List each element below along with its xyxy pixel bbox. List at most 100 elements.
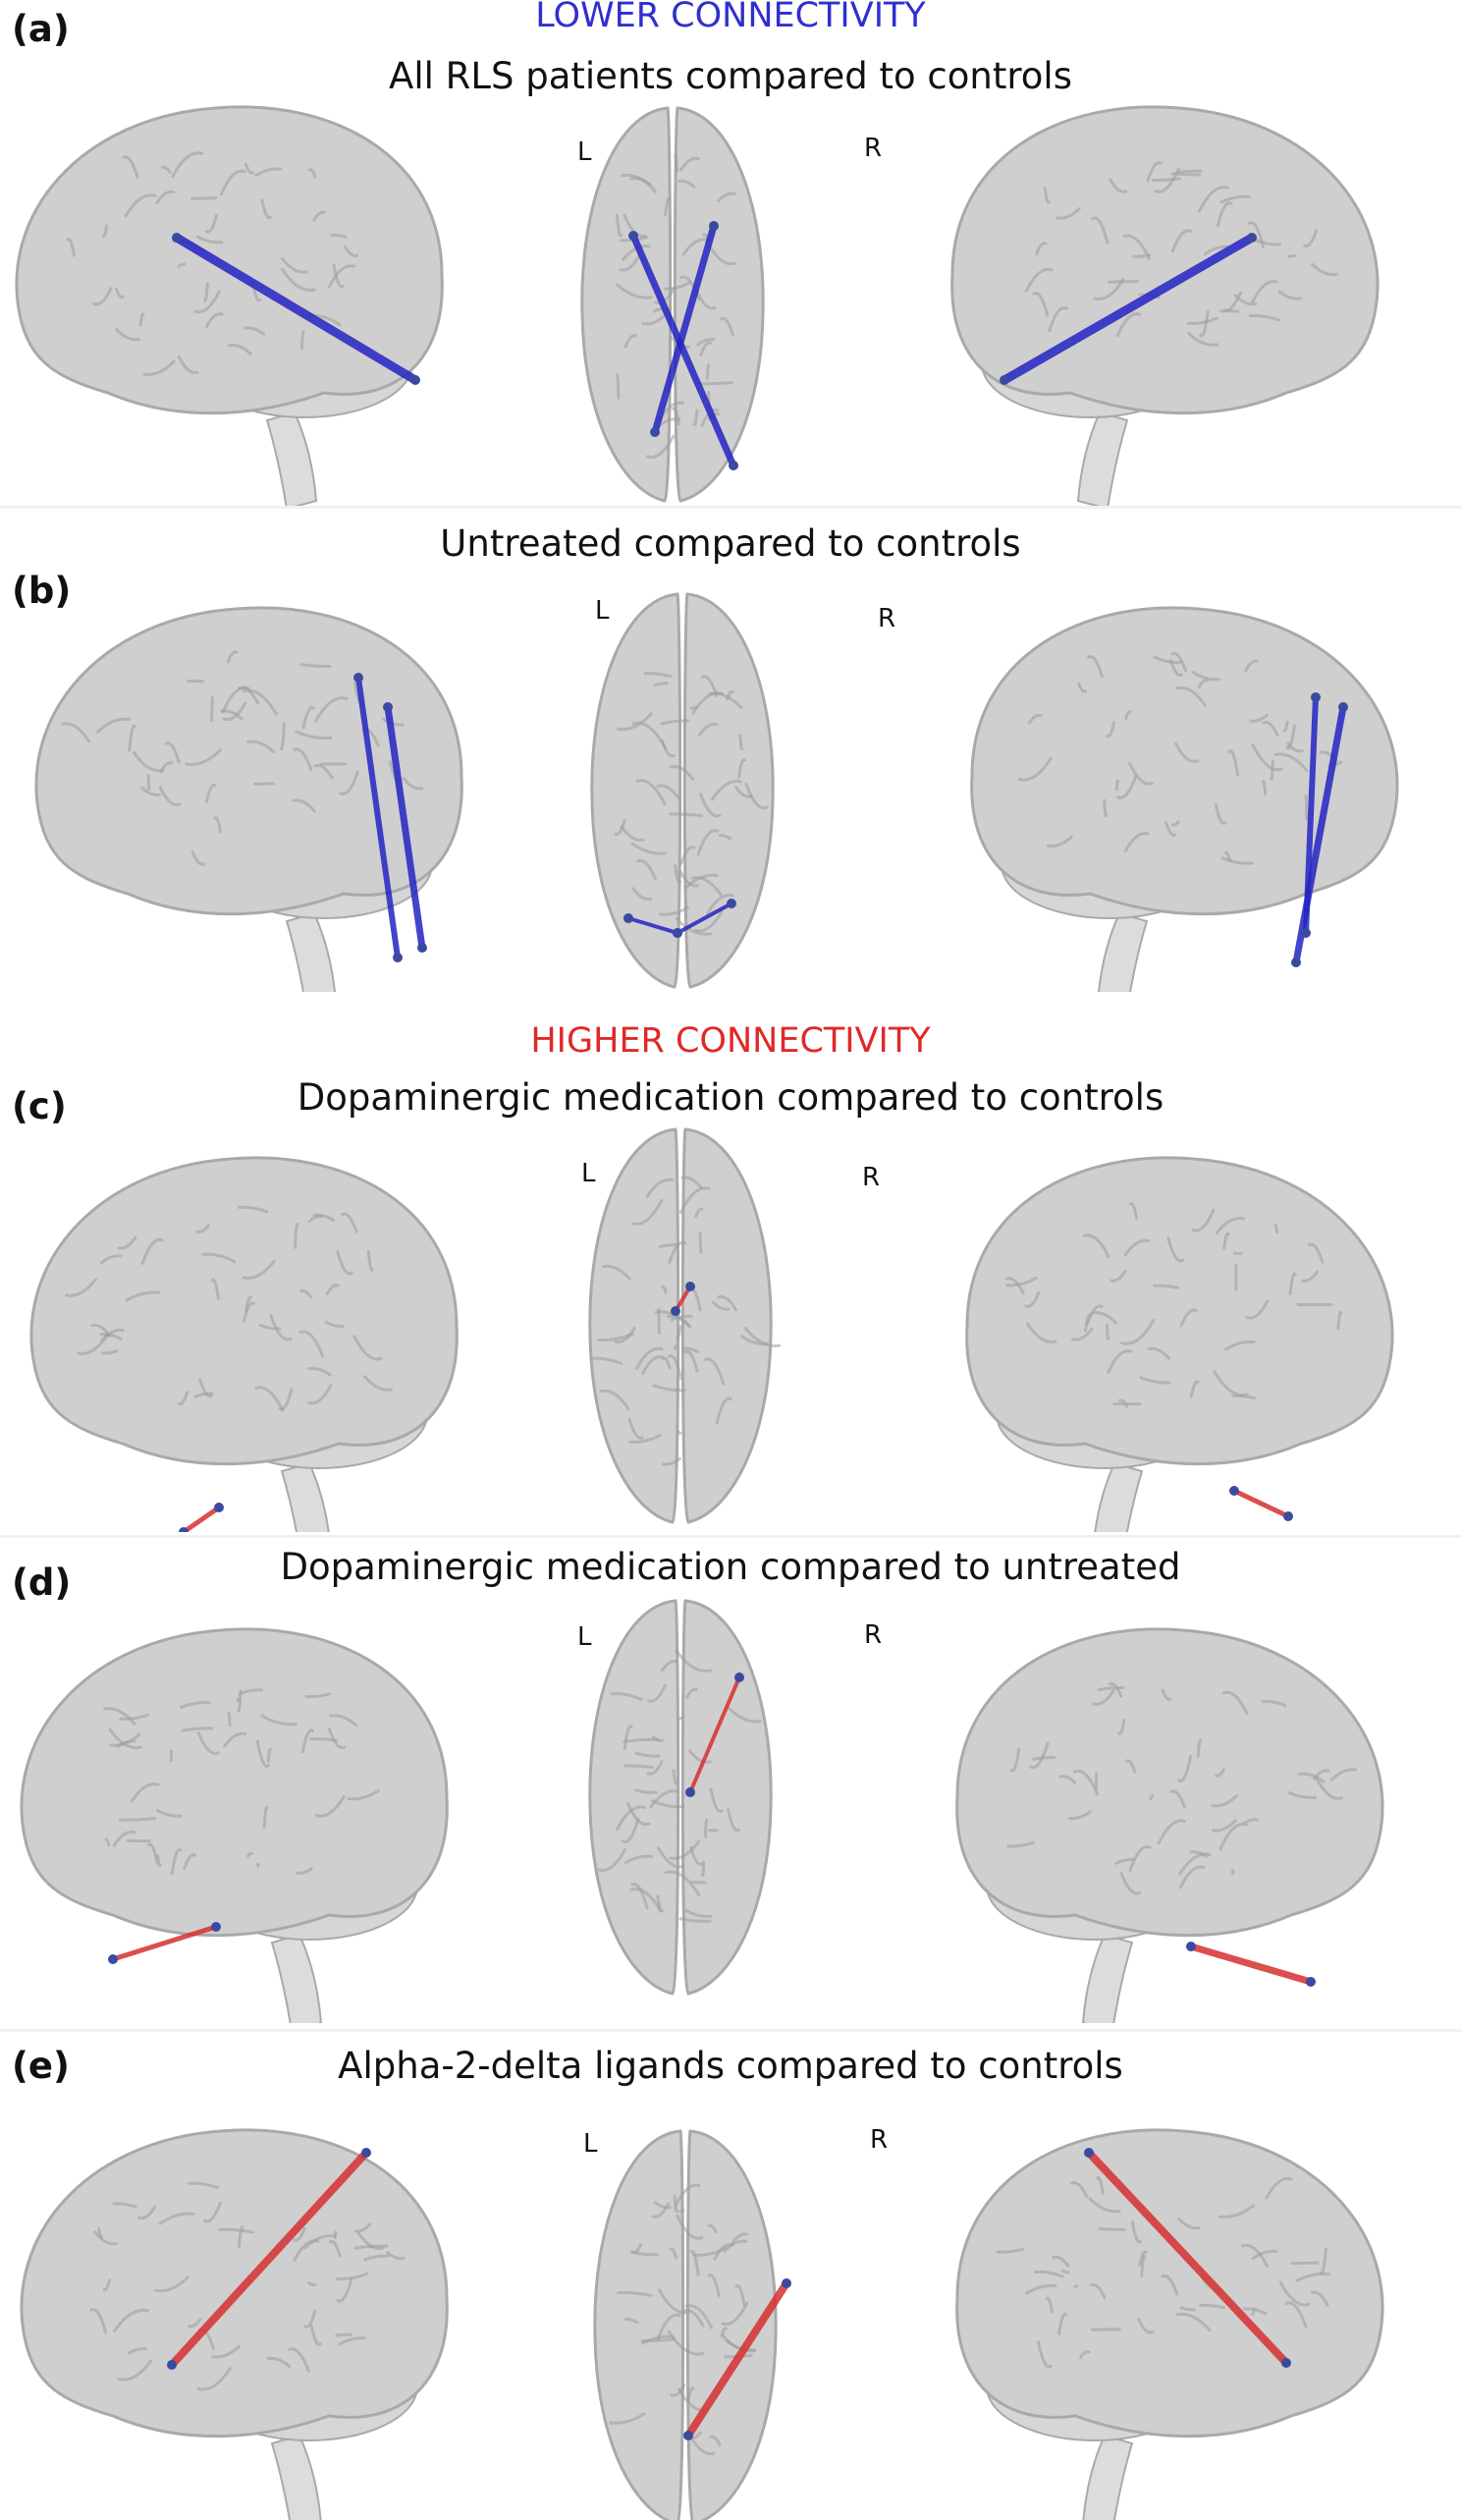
brain-gyrus — [356, 2231, 385, 2251]
connection-edge — [676, 902, 733, 935]
brain-gyrus — [164, 741, 181, 764]
lateral-brain-view — [955, 1627, 1384, 2023]
brain-gyrus — [195, 235, 224, 245]
brain-gyrus — [118, 1817, 156, 1822]
brain-gyrus — [193, 1392, 214, 1398]
brain-gyrus — [1175, 685, 1207, 707]
brain-gyrus — [680, 1176, 703, 1189]
edge-node — [782, 2278, 791, 2288]
connection-edge — [384, 703, 426, 952]
brain-gyrus — [1147, 1346, 1171, 1360]
brain-gyrus — [706, 363, 711, 380]
brain-gyrus — [1178, 1865, 1206, 1890]
brain-gyrus — [113, 2308, 150, 2332]
panel-e-figure — [20, 2128, 1384, 2520]
brain-gyrus — [1307, 1242, 1325, 1264]
brain-gyrus — [1251, 743, 1284, 772]
edge-node — [709, 221, 719, 231]
brain-gyrus — [1197, 186, 1229, 213]
brain-gyrus — [727, 1808, 740, 1833]
panel-a-left-label: L — [577, 137, 592, 167]
brain-gyrus — [709, 1787, 724, 1813]
brain-gyrus — [1261, 779, 1268, 796]
brain-gyrus — [653, 2201, 673, 2210]
brain-gyrus — [1211, 1793, 1239, 1808]
brain-gyrus — [1115, 775, 1138, 799]
brain-gyrus — [301, 705, 315, 730]
brain-gyrus — [699, 341, 713, 356]
brain-gyrus — [651, 1735, 664, 1742]
cerebrum — [955, 2128, 1384, 2438]
lateral-brain-view — [20, 1627, 449, 2023]
brain-gyrus — [710, 779, 742, 801]
brain-gyrus — [139, 786, 161, 796]
brain-gyrus — [645, 1178, 675, 1198]
brain-gyrus — [696, 829, 720, 856]
brain-gyrus — [295, 730, 333, 740]
left-hemisphere — [580, 106, 673, 503]
cerebrum — [950, 105, 1380, 415]
brain-gyrus — [669, 764, 695, 781]
panel-d-left-label: L — [577, 1622, 592, 1652]
brain-gyrus — [280, 267, 316, 292]
panel-c-title: Dopaminergic medication compared to cont… — [297, 1076, 1164, 1119]
brain-gyrus — [1222, 308, 1240, 313]
brain-gyrus — [64, 1278, 97, 1297]
brain-gyrus — [335, 2332, 352, 2337]
higher-connectivity-heading: HIGHER CONNECTIVITY — [530, 1021, 931, 1061]
brain-gyrus — [696, 338, 716, 347]
brain-gyrus — [1098, 2227, 1126, 2231]
brain-gyrus — [307, 168, 317, 179]
brain-gyrus — [314, 696, 349, 723]
brain-gyrus — [675, 1649, 713, 1673]
brain-gyrus — [1124, 1759, 1137, 1774]
brain-gyrus — [629, 177, 658, 193]
edge-node — [172, 233, 182, 243]
brain-gyrus — [336, 1250, 353, 1276]
brain-gyrus — [66, 238, 76, 257]
brain-gyrus — [664, 196, 672, 216]
connection-edge — [110, 1924, 219, 1962]
brain-gyrus — [616, 712, 653, 732]
brain-gyrus — [138, 312, 145, 327]
brain-gyrus — [366, 1249, 374, 1272]
brain-gyrus — [1273, 752, 1309, 773]
brain-gyrus — [93, 2230, 118, 2246]
connection-edge — [629, 232, 737, 469]
brain-gyrus — [698, 723, 718, 737]
edge-node — [1306, 1977, 1316, 1987]
brain-gyrus — [237, 1689, 243, 1713]
brain-gyrus — [119, 1713, 149, 1721]
brain-gyrus — [694, 289, 717, 310]
brain-gyrus — [1214, 802, 1227, 825]
edge-node — [383, 702, 393, 712]
brain-gyrus — [386, 2251, 406, 2261]
brain-gyrus — [699, 793, 722, 818]
brain-gyrus — [659, 905, 690, 916]
brain-gyrus — [1153, 655, 1182, 665]
brain-gyrus — [315, 1795, 346, 1818]
brain-gyrus — [589, 1356, 623, 1365]
brain-gyrus — [280, 256, 308, 274]
brain-gyrus — [1161, 2273, 1179, 2296]
brain-gyrus — [171, 151, 204, 179]
brain-gyrus — [1175, 2312, 1212, 2331]
brain-gyrus — [684, 2304, 714, 2329]
brain-gyrus — [104, 1837, 111, 1847]
brain-gyrus — [307, 1384, 333, 1405]
panel-e-title: Alpha-2-delta ligands compared to contro… — [338, 2045, 1123, 2087]
brain-gyrus — [627, 1417, 644, 1440]
brain-gyrus — [1177, 169, 1203, 174]
cerebrum — [15, 105, 444, 415]
brain-gyrus — [180, 1700, 211, 1709]
brainstem — [1082, 2434, 1134, 2520]
brain-gyrus — [292, 2226, 306, 2242]
brain-gyrus — [1227, 749, 1240, 777]
brain-gyrus — [222, 701, 247, 722]
brain-gyrus — [1035, 242, 1048, 256]
edge-node — [1084, 2148, 1094, 2158]
brain-gyrus — [1301, 1270, 1320, 1283]
brain-gyrus — [1091, 216, 1109, 245]
brain-gyrus — [338, 2336, 366, 2346]
brain-gyrus — [674, 864, 682, 884]
